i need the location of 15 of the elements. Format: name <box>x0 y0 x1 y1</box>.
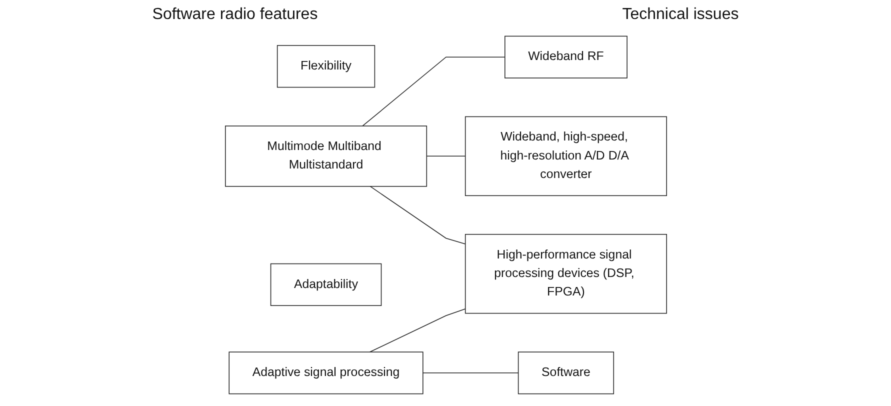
connector <box>368 308 466 352</box>
connector <box>369 186 466 244</box>
column-heading: Software radio features <box>152 6 318 24</box>
node-box: Multimode Multiband Multistandard <box>224 126 427 187</box>
column-heading: Technical issues <box>622 6 739 24</box>
node-box: Software <box>517 352 614 394</box>
node-box: Adaptability <box>270 263 382 306</box>
node-box: High-performance signal processing devices (DSP, FPGA) <box>464 234 666 314</box>
connector <box>426 156 466 157</box>
node-box: Flexibility <box>276 45 375 88</box>
connector <box>362 56 505 126</box>
node-box: Wideband, high-speed, high-resolution A/D D/A converter <box>464 116 666 196</box>
connector <box>422 372 518 374</box>
node-box: Adaptive signal processing <box>228 352 423 394</box>
node-box: Wideband RF <box>504 36 627 78</box>
